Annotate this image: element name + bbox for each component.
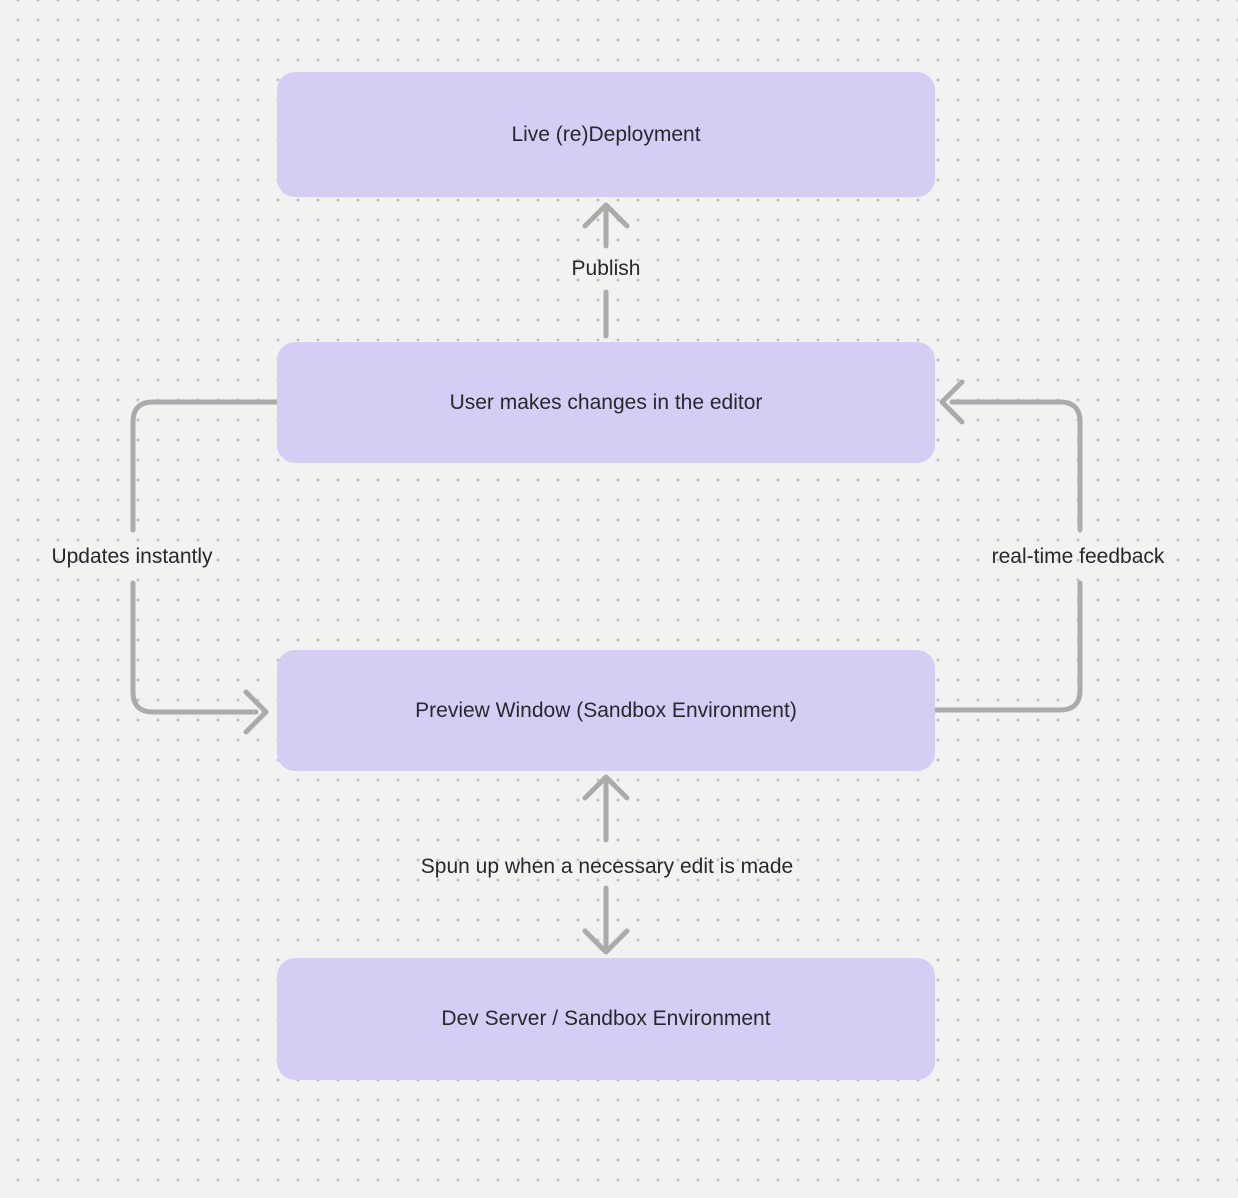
node-preview-window[interactable]: Preview Window (Sandbox Environment) — [277, 650, 935, 771]
edge-label-spun-up: Spun up when a necessary edit is made — [420, 855, 794, 878]
node-label: Live (re)Deployment — [511, 122, 701, 146]
node-label: User makes changes in the editor — [449, 390, 763, 414]
node-dev-server[interactable]: Dev Server / Sandbox Environment — [277, 958, 935, 1080]
edge-label-updates-instantly: Updates instantly — [51, 545, 213, 568]
arrow-up-head-icon — [582, 774, 630, 801]
arrow-segment — [949, 399, 1083, 533]
arrow-segment — [130, 399, 280, 533]
node-live-redeployment[interactable]: Live (re)Deployment — [277, 72, 935, 197]
node-label: Dev Server / Sandbox Environment — [441, 1007, 771, 1031]
node-user-edits[interactable]: User makes changes in the editor — [277, 342, 935, 463]
arrow-left-head-icon — [939, 379, 965, 425]
edge-label-publish: Publish — [571, 257, 641, 280]
edge-label-realtime-feedback: real-time feedback — [991, 545, 1165, 568]
node-label: Preview Window (Sandbox Environment) — [415, 698, 797, 722]
arrow-segment — [932, 580, 1083, 713]
arrow-right-head-icon — [243, 689, 269, 735]
arrow-segment — [130, 580, 259, 715]
arrow-down-head-icon — [582, 928, 630, 955]
arrow-up-head-icon — [582, 202, 630, 229]
